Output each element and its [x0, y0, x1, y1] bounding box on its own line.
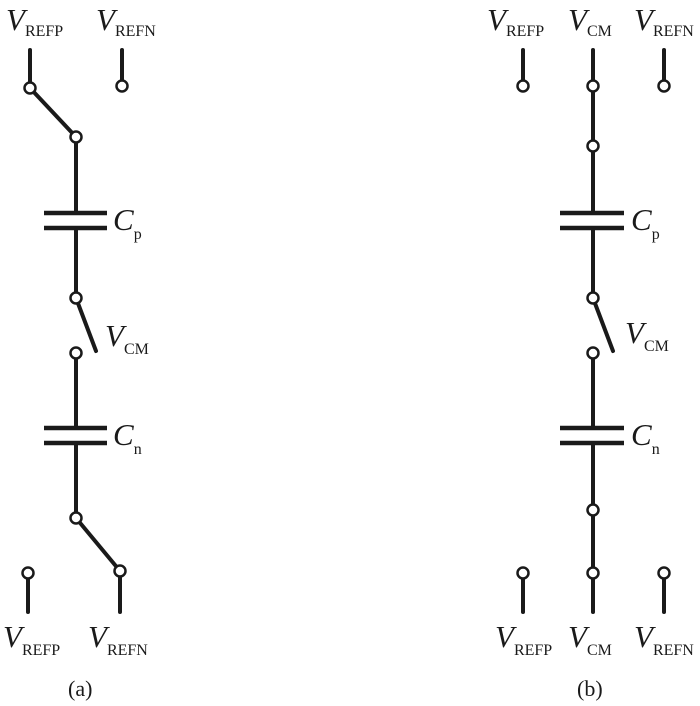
a-node-bottom-vrefp	[21, 566, 35, 580]
label-b-top-vrefp: VREFP	[487, 2, 544, 40]
a-mid-switch-blade	[74, 296, 98, 353]
label-a-top-vrefn: VREFN	[96, 2, 156, 40]
label-b-mid-vcm: VCM	[625, 315, 669, 355]
label-b-bottom-vrefn: VREFN	[634, 619, 694, 659]
label-a-cn: Cn	[113, 417, 142, 458]
caption-b: (b)	[577, 676, 603, 701]
b-node-top-vcm-2	[586, 139, 600, 153]
a-top-switch-blade	[28, 86, 78, 139]
b-mid-switch-blade	[591, 296, 615, 353]
panel-b: VREFP VCM VREFN Cp VCM Cn	[487, 2, 694, 701]
caption-a: (a)	[68, 676, 92, 701]
b-node-mid-upper	[586, 291, 600, 305]
a-node-top-vrefp	[23, 81, 37, 95]
label-b-cn: Cn	[631, 417, 660, 458]
label-a-cp: Cp	[113, 202, 142, 243]
label-b-cp: Cp	[631, 202, 660, 243]
b-node-top-vrefp	[516, 79, 530, 93]
label-a-top-vrefp: VREFP	[6, 2, 63, 40]
b-node-mid-lower	[586, 346, 600, 360]
a-node-mid-upper	[69, 291, 83, 305]
b-node-top-vrefn	[657, 79, 671, 93]
b-node-bottom-vrefn	[657, 566, 671, 580]
label-a-mid-vcm: VCM	[105, 318, 149, 358]
panel-a: VREFP VREFN Cp VCM Cn	[3, 2, 156, 701]
label-a-bottom-vrefp: VREFP	[3, 619, 60, 659]
label-b-bottom-vcm: VCM	[568, 619, 612, 659]
a-node-cp-top	[69, 130, 83, 144]
label-a-bottom-vrefn: VREFN	[88, 619, 148, 659]
label-b-top-vrefn: VREFN	[634, 2, 694, 40]
label-b-bottom-vrefp: VREFP	[495, 619, 552, 659]
b-node-bottom-vcm-2	[586, 566, 600, 580]
a-bottom-switch-blade	[74, 516, 122, 573]
a-node-top-vrefn	[115, 79, 129, 93]
b-node-bottom-vrefp	[516, 566, 530, 580]
b-node-bottom-vcm-1	[586, 503, 600, 517]
b-node-top-vcm-1	[586, 79, 600, 93]
a-node-mid-lower	[69, 346, 83, 360]
label-b-top-vcm: VCM	[568, 2, 612, 40]
a-node-bottom-vrefn	[113, 564, 127, 578]
a-node-cn-bottom	[69, 511, 83, 525]
